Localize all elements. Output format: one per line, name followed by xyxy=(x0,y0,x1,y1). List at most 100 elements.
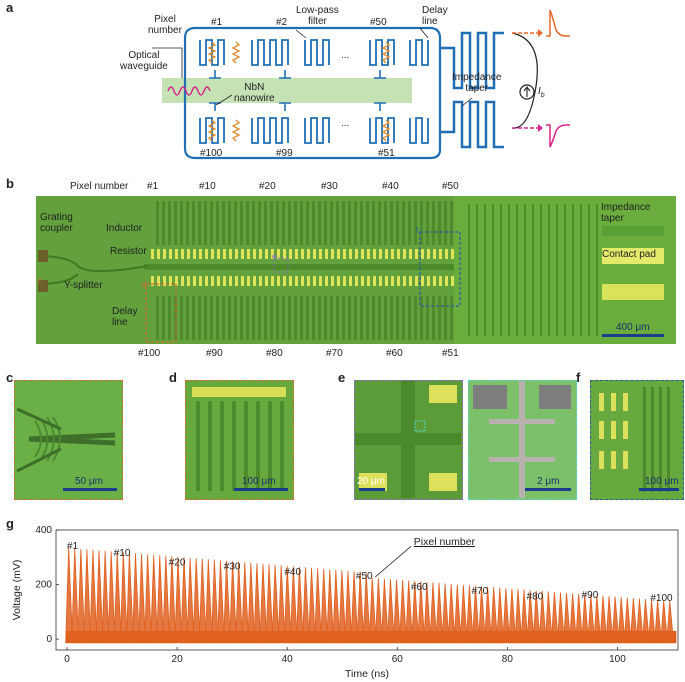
b-top-id-40: #40 xyxy=(382,181,399,192)
pulse-peak xyxy=(326,569,335,644)
scale-label-b: 400 μm xyxy=(616,322,650,333)
scale-bar-e-left xyxy=(359,488,385,491)
pulse-peak xyxy=(569,593,577,644)
pulse-peak xyxy=(144,554,152,644)
pulse-peak xyxy=(302,567,310,644)
pulse-peak xyxy=(423,581,432,644)
pulse-peak xyxy=(283,565,292,644)
b-bottom-id-80: #80 xyxy=(266,348,283,359)
b-bottom-id-51: #51 xyxy=(442,348,459,359)
peak-label: #70 xyxy=(471,586,488,597)
peak-label: #30 xyxy=(224,562,241,573)
pulse-peak xyxy=(368,577,377,644)
pulse-peak xyxy=(514,589,523,644)
b-top-id-1: #1 xyxy=(147,181,159,192)
pulse-peak xyxy=(453,584,462,644)
pixel-id-50: #50 xyxy=(370,17,387,28)
pulse-peak xyxy=(223,560,231,644)
pulse-peak xyxy=(314,568,322,644)
y-splitter-label: Y-splitter xyxy=(64,280,103,291)
pixel-number-annotation: Pixel number xyxy=(414,536,476,548)
panel-c-letter: c xyxy=(6,370,14,385)
pulse-peak xyxy=(235,561,243,644)
pulse-peak xyxy=(478,586,486,644)
pulse-peak xyxy=(162,555,171,644)
x-axis-label: Time (ns) xyxy=(345,668,389,680)
x-tick-label: 0 xyxy=(64,654,70,665)
pulse-peak xyxy=(320,568,329,644)
peak-label: #50 xyxy=(356,571,373,582)
baseline-noise-band xyxy=(65,630,677,644)
pulse-peak xyxy=(77,548,86,644)
pulse-peak xyxy=(550,591,559,644)
contact-pad-label: Contact pad xyxy=(602,249,656,260)
pixel-id-51: #51 xyxy=(378,148,395,159)
peak-label: #80 xyxy=(527,592,544,603)
peak-label: #90 xyxy=(582,590,599,601)
pulse-peak xyxy=(575,593,584,644)
readout-wire xyxy=(183,26,442,160)
resistors xyxy=(207,41,391,142)
pulse-peak xyxy=(399,580,407,644)
pixel-ellipsis-top: ... xyxy=(341,50,350,61)
micrograph-f: 100 μm xyxy=(590,380,684,500)
pulse-peak xyxy=(374,578,383,644)
pulse-peak xyxy=(192,558,201,644)
pulse-peak xyxy=(441,583,450,644)
pulse-peak xyxy=(119,552,128,644)
pulse-peak xyxy=(356,571,365,644)
pulse-peak xyxy=(217,560,225,644)
panel-e-letter: e xyxy=(338,370,346,385)
pulse-peak xyxy=(526,589,535,644)
panel-d-letter: d xyxy=(169,370,177,385)
pulse-peak xyxy=(472,585,480,644)
b-bottom-id-70: #70 xyxy=(326,348,343,359)
bias-loop xyxy=(511,32,538,129)
pulse-peak xyxy=(210,559,219,644)
pulse-peak xyxy=(168,556,177,644)
pulse-peak xyxy=(429,582,438,644)
plot-frame xyxy=(55,529,679,651)
scale-bar-f xyxy=(639,488,679,491)
pulse-peak xyxy=(180,557,189,644)
pulse-peak xyxy=(83,549,92,644)
b-bottom-id-90: #90 xyxy=(206,348,223,359)
pulse-peak xyxy=(417,581,426,644)
pixel-number-label-b: Pixel number xyxy=(70,181,129,192)
y-tick-label: 400 xyxy=(35,525,52,536)
pulse-peak xyxy=(198,558,207,644)
chip-micrograph-drawing xyxy=(36,196,676,344)
scale-label-c: 50 μm xyxy=(75,476,103,487)
pulse-peak xyxy=(265,564,274,644)
pulse-peak xyxy=(150,554,158,644)
pulse-peak xyxy=(435,582,444,644)
y-tick-label: 0 xyxy=(46,634,52,645)
pulse-peak xyxy=(241,562,250,644)
pulse-peak xyxy=(174,556,183,644)
pulse-peak xyxy=(125,552,134,644)
pulse-peak xyxy=(490,587,499,644)
impedance-taper-top xyxy=(440,31,504,90)
bottom-pixels xyxy=(199,117,429,144)
panel-a-schematic xyxy=(152,9,570,160)
pulse-peak xyxy=(332,569,341,644)
pulse-peak xyxy=(362,572,371,644)
panel-b-letter: b xyxy=(6,176,14,191)
inductor-label: Inductor xyxy=(106,223,143,234)
pulse-peak xyxy=(204,559,213,644)
pulse-peak xyxy=(338,570,347,644)
pulse-peak xyxy=(484,586,492,644)
pulse-peak xyxy=(544,591,553,644)
x-tick-label: 100 xyxy=(609,654,626,665)
pulse-peak xyxy=(496,587,505,644)
micrograph-c: 50 μm xyxy=(14,380,123,500)
scale-bar-e-right xyxy=(525,488,571,491)
pulse-peak xyxy=(459,584,468,644)
pulse-peak xyxy=(89,549,98,644)
